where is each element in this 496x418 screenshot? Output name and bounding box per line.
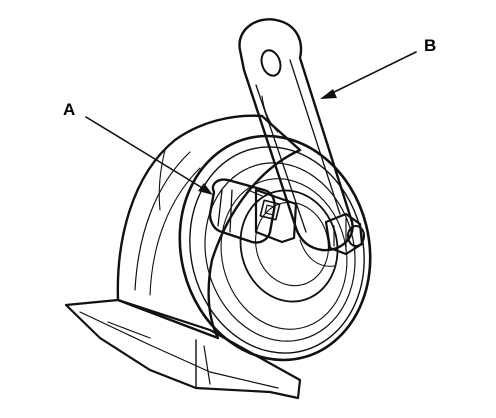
leader-line-a bbox=[85, 116, 213, 195]
mounting-nut bbox=[324, 212, 365, 256]
horn-face bbox=[178, 134, 372, 362]
arrowhead-a bbox=[198, 183, 213, 195]
callout-label-a: A bbox=[63, 100, 76, 119]
horn-base-flange bbox=[64, 298, 302, 400]
leader-line-b bbox=[320, 51, 417, 99]
callout-label-b: B bbox=[424, 36, 437, 55]
horn-housing bbox=[116, 114, 302, 340]
mounting-bracket bbox=[238, 18, 354, 267]
arrowhead-b bbox=[320, 89, 337, 99]
horn-connector bbox=[208, 178, 298, 244]
